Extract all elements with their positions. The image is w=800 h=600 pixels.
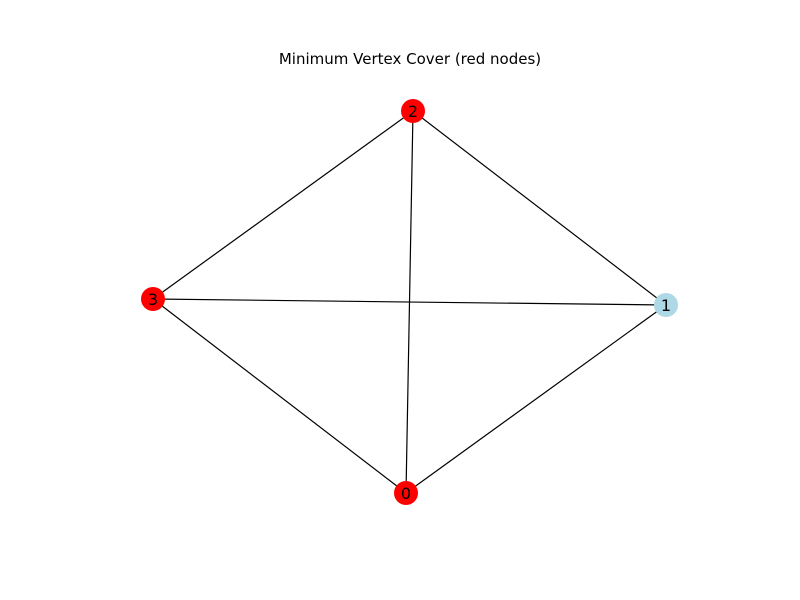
nodes-layer: 0 1 2 3 — [141, 99, 678, 505]
node-label-0: 0 — [401, 484, 411, 503]
node-circle-3 — [141, 287, 165, 311]
node-circle-1 — [654, 293, 678, 317]
edge-3-0 — [152, 298, 407, 494]
node-3: 3 — [141, 287, 165, 311]
node-0: 0 — [394, 481, 418, 505]
diagram-title: Minimum Vertex Cover (red nodes) — [279, 50, 541, 68]
node-2: 2 — [401, 99, 425, 123]
node-circle-2 — [401, 99, 425, 123]
node-circle-0 — [394, 481, 418, 505]
node-label-1: 1 — [661, 296, 671, 315]
node-1: 1 — [654, 293, 678, 317]
edges-layer — [152, 110, 667, 494]
edge-0-1 — [405, 304, 667, 494]
edge-2-3 — [152, 110, 414, 300]
edge-2-1 — [412, 110, 667, 306]
node-label-2: 2 — [408, 102, 418, 121]
edge-3-1 — [152, 298, 667, 306]
node-label-3: 3 — [148, 290, 158, 309]
